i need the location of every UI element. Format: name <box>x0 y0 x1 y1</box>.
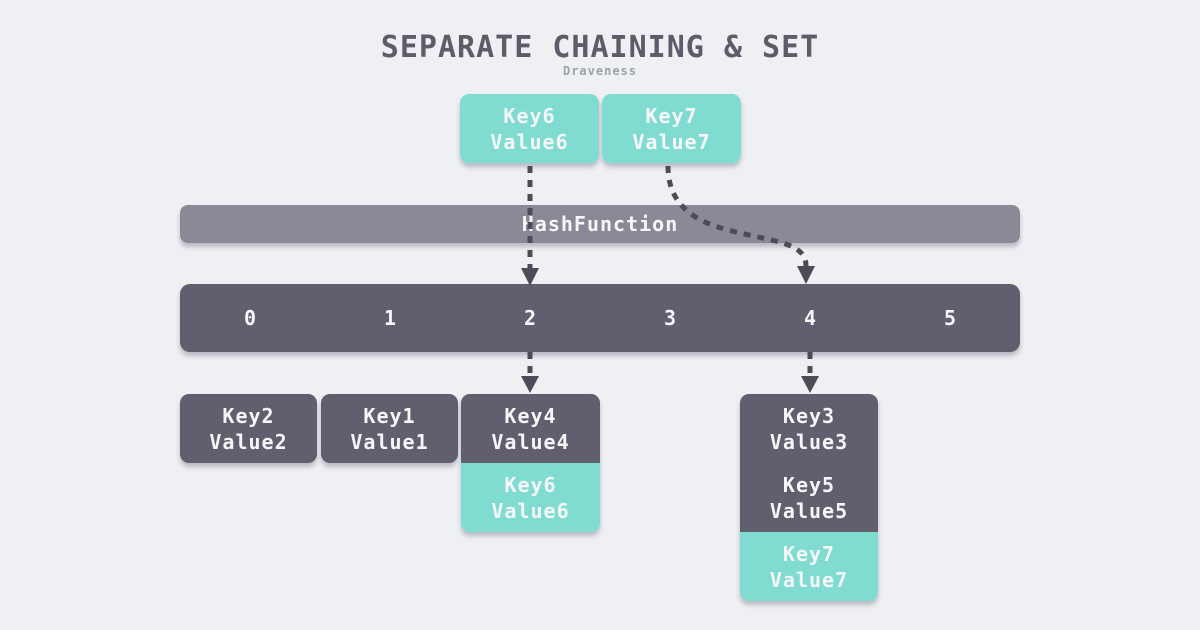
input-node-key7: Key7 Value7 <box>602 94 741 163</box>
entry-key-label: Key1 <box>363 403 416 428</box>
bucket-4: 4 <box>803 306 817 330</box>
entry-key-label: Key3 <box>782 403 836 428</box>
entry-key-label: Key7 <box>645 103 698 128</box>
chain-entry-highlighted: Key7 Value7 <box>740 532 878 601</box>
arrowhead-bucket4-to-chain <box>801 376 819 393</box>
chain-bucket-2: Key4 Value4 Key6 Value6 <box>461 394 600 532</box>
bucket-array-bar: 0 1 2 3 4 5 <box>180 284 1020 352</box>
hash-function-bar: HashFunction <box>180 205 1020 243</box>
entry-key-label: Key5 <box>782 472 836 497</box>
chain-entry: Key3 Value3 <box>740 394 878 463</box>
entry-value-label: Value6 <box>491 498 570 523</box>
bucket-2: 2 <box>523 306 537 330</box>
arrowhead-bucket2-to-chain <box>521 376 539 393</box>
bucket-5: 5 <box>943 306 957 330</box>
entry-key-label: Key4 <box>504 403 557 428</box>
arrowhead-key7-to-bucket4 <box>797 266 815 284</box>
entry-value-label: Value6 <box>490 129 569 154</box>
subtitle-author: Draveness <box>562 64 638 78</box>
entry-key-label: Key6 <box>503 103 556 128</box>
chain-entry: Key5 Value5 <box>740 463 878 532</box>
chain-entry: Key4 Value4 <box>461 394 600 463</box>
entry-value-label: Value7 <box>632 129 711 154</box>
entry-value-label: Value2 <box>209 429 288 454</box>
entry-value-label: Value4 <box>491 429 570 454</box>
entry-key6-input: Key6 Value6 <box>460 94 599 163</box>
bucket-1: 1 <box>383 306 397 330</box>
entry-value-label: Value7 <box>769 567 849 592</box>
input-node-key6: Key6 Value6 <box>460 94 599 163</box>
entry-key7-input: Key7 Value7 <box>602 94 741 163</box>
chain-entry: Key2 Value2 <box>180 394 317 463</box>
bucket-3: 3 <box>663 306 677 330</box>
entry-key-label: Key6 <box>504 472 557 497</box>
hash-function-label: HashFunction <box>521 212 679 236</box>
chain-bucket-4: Key3 Value3 Key5 Value5 Key7 Value7 <box>740 394 878 601</box>
entry-key-label: Key2 <box>222 403 275 428</box>
chain-entry: Key1 Value1 <box>321 394 458 463</box>
page-title: SEPARATE CHAINING & SET <box>380 30 820 65</box>
bucket-0: 0 <box>243 306 257 330</box>
chain-entry-highlighted: Key6 Value6 <box>461 463 600 532</box>
entry-value-label: Value5 <box>769 498 849 523</box>
chain-bucket-1: Key1 Value1 <box>321 394 458 463</box>
entry-key-label: Key7 <box>782 541 836 566</box>
entry-value-label: Value3 <box>769 429 849 454</box>
entry-value-label: Value1 <box>350 429 429 454</box>
chain-bucket-0: Key2 Value2 <box>180 394 317 463</box>
